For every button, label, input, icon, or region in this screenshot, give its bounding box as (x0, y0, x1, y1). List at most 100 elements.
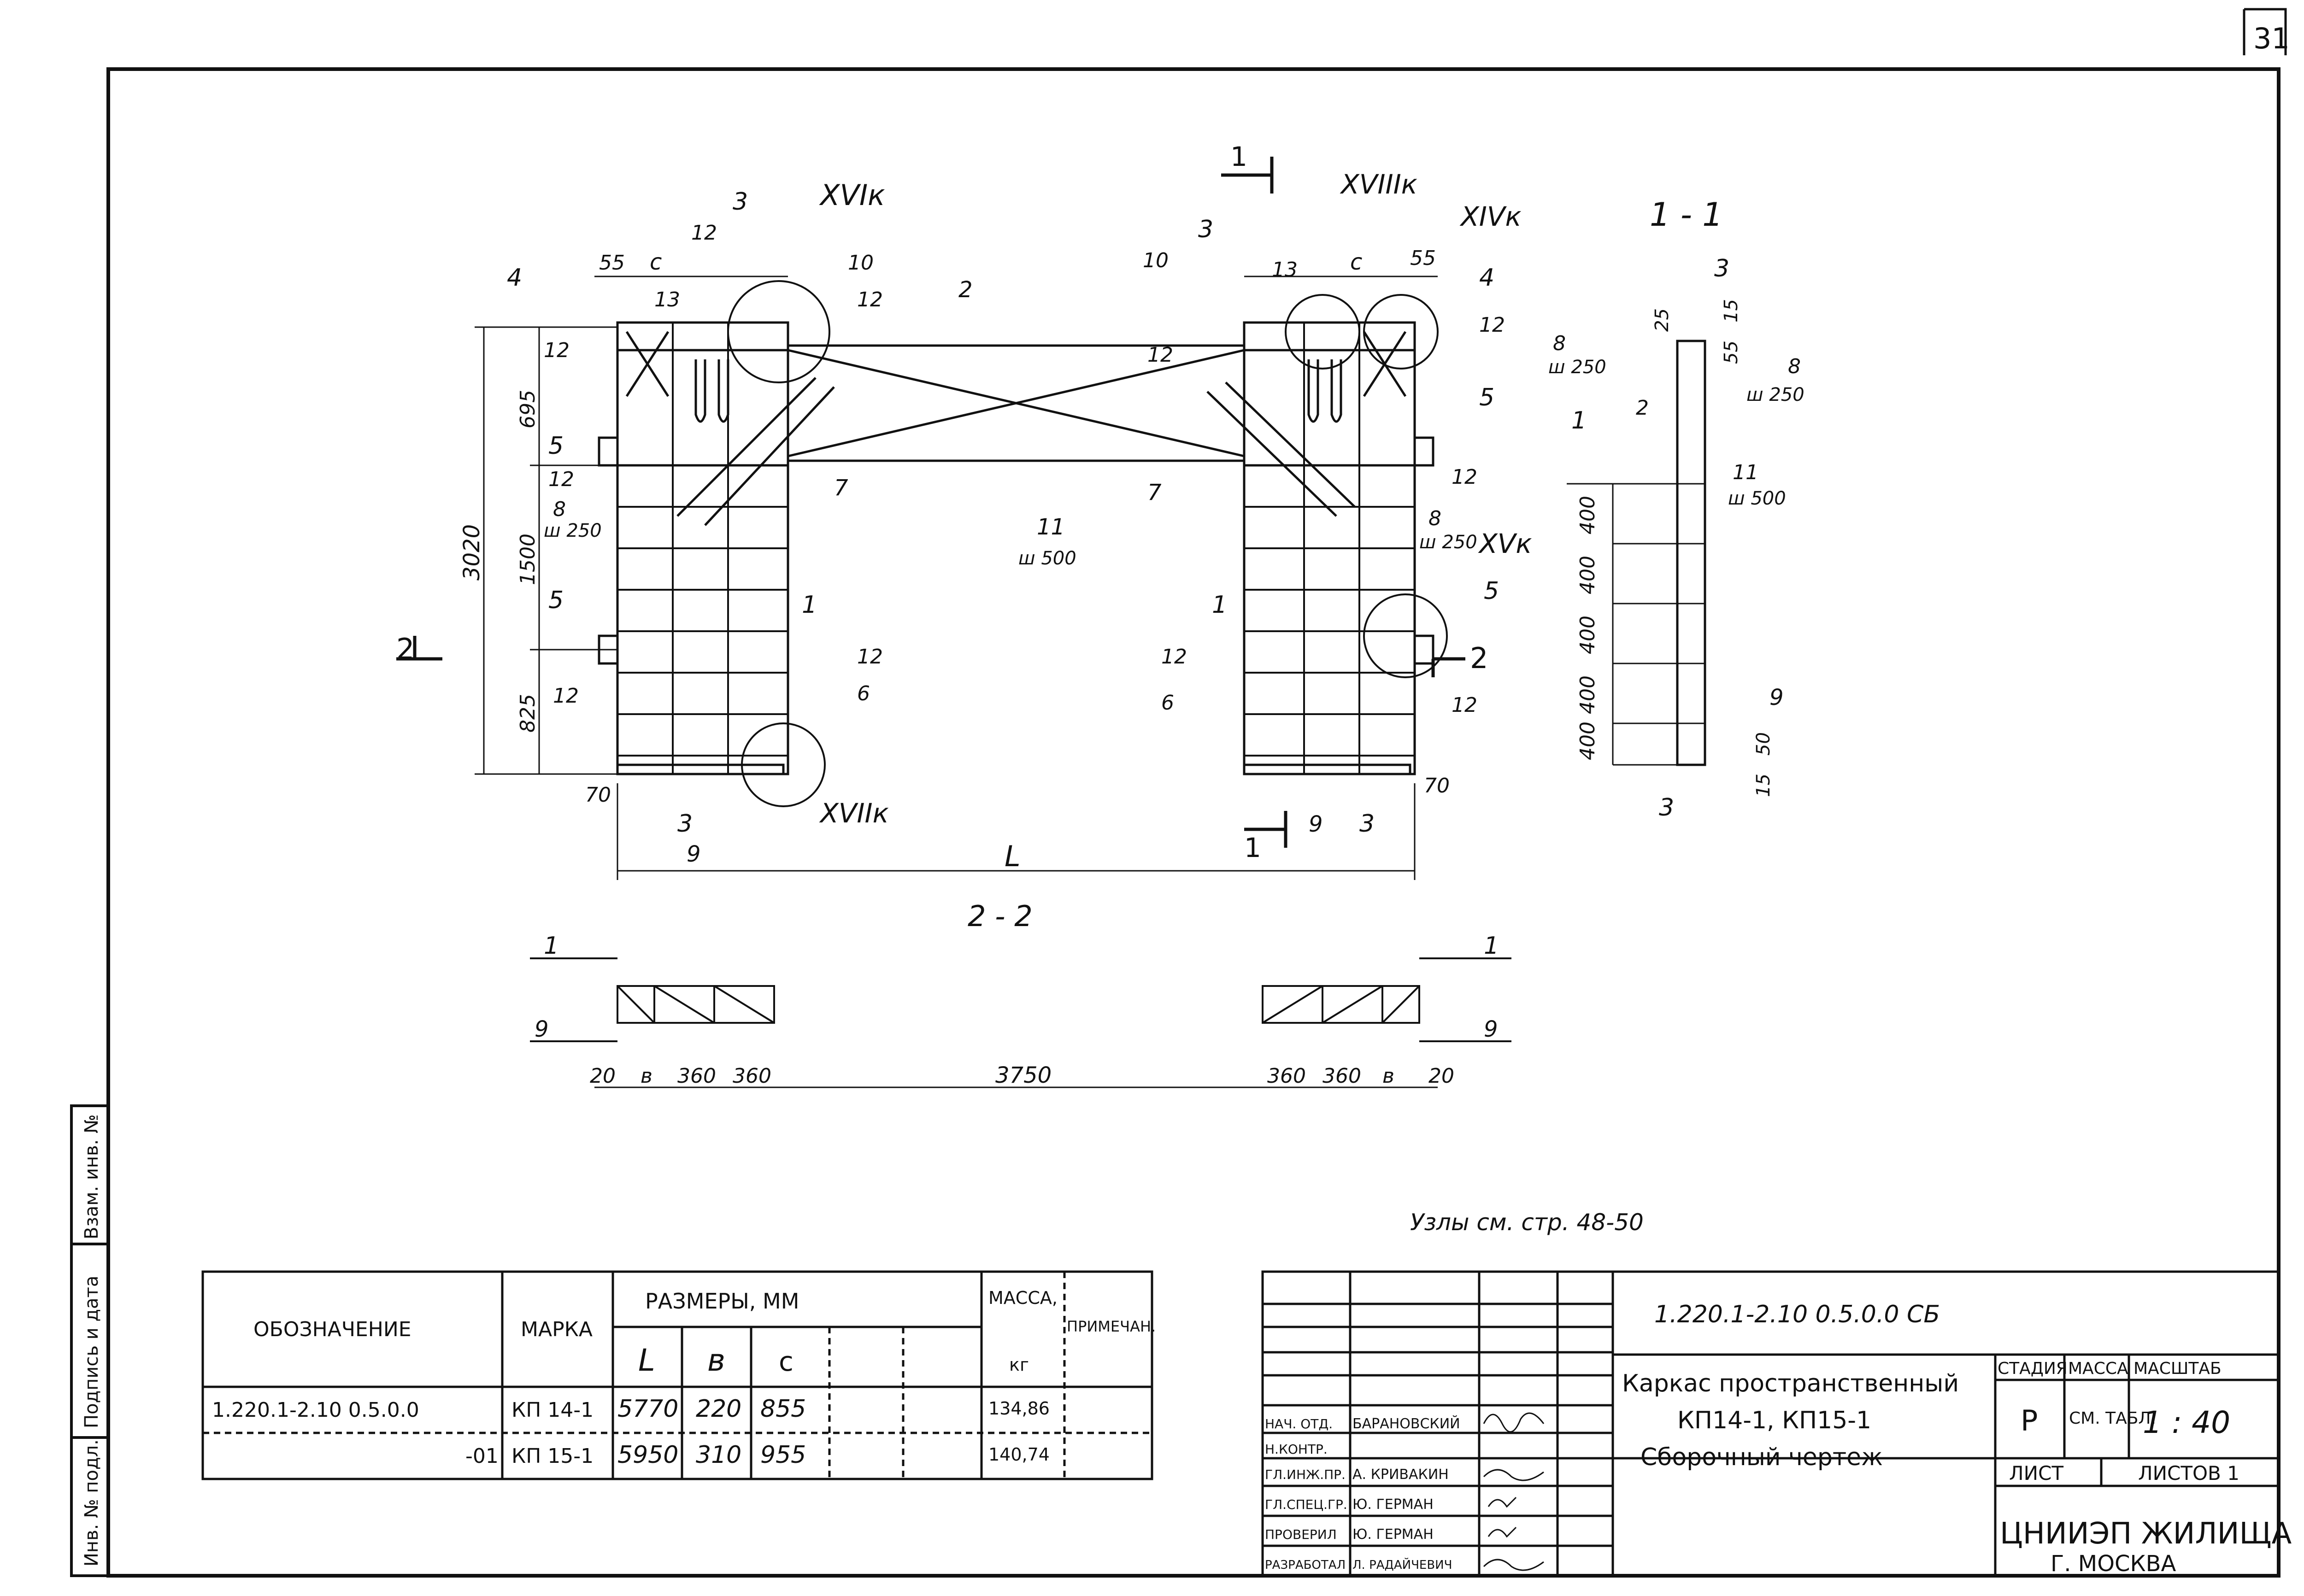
s11-dim-400-3: 400 (1576, 616, 1599, 654)
mass-value: СМ. ТАБЛ. (2069, 1409, 2156, 1428)
th-b: в (707, 1343, 725, 1378)
dim-70-left: 70 (585, 783, 611, 807)
s11-dim-25: 25 (1652, 308, 1673, 332)
node-XVI: XVIк (819, 178, 885, 212)
leader-3-bottom-right: 3 (1359, 810, 1375, 838)
leader-4-right: 4 (1479, 264, 1494, 292)
s11-w500: ш 500 (1728, 488, 1786, 509)
sheets-label: ЛИСТОВ 1 (2138, 1462, 2239, 1485)
note-w250-left: ш 250 (544, 520, 602, 541)
leader-12-left-c: 12 (548, 468, 574, 491)
leader-12-left-d: 12 (553, 684, 579, 708)
node-XVII: XVIIк (819, 798, 889, 829)
title-line-1: Каркас пространственный (1622, 1370, 1959, 1397)
stage-value: Р (2021, 1404, 2038, 1438)
th-note: ПРИМЕЧАН. (1067, 1318, 1156, 1335)
leader-7-right: 7 (1147, 480, 1162, 505)
section-2-2-title: 2 - 2 (968, 899, 1033, 933)
s11-leader-9: 9 (1769, 685, 1784, 710)
section-mark-2-right: 2 (1470, 641, 1488, 675)
sig-role-3: ГЛ.ИНЖ.ПР. (1265, 1467, 1346, 1482)
s11-dim-15-bottom: 15 (1753, 774, 1774, 797)
leader-11: 11 (1037, 514, 1065, 540)
leader-4-left: 4 (507, 264, 522, 292)
title-line-3: Сборочный чертеж (1640, 1443, 1883, 1471)
title-block (1261, 1270, 2280, 1577)
s11-dim-55: 55 (1721, 340, 1742, 364)
s22-dim-20-right: 20 (1428, 1064, 1454, 1088)
leader-13-right: 13 (1272, 258, 1298, 282)
r2-designation: -01 (465, 1444, 499, 1468)
s11-w250-left: ш 250 (1548, 357, 1606, 378)
dim-3020: 3020 (459, 524, 485, 581)
section-mark-1-bottom: 1 (1244, 832, 1261, 863)
leader-12-right-d: 12 (1452, 693, 1477, 717)
dim-55-right: 55 (1410, 246, 1436, 270)
s11-leader-1: 1 (1571, 407, 1587, 434)
s11-leader-3-top: 3 (1714, 255, 1729, 282)
leader-3-right: 3 (1198, 216, 1213, 243)
s11-dim-50: 50 (1753, 732, 1774, 756)
s11-leader-11: 11 (1733, 461, 1758, 484)
leader-8-left: 8 (553, 498, 566, 521)
s22-dim-b-right: в (1382, 1064, 1394, 1088)
th-mass: МАССА, (988, 1288, 1058, 1308)
sig-role-4: ГЛ.СПЕЦ.ГР. (1265, 1497, 1347, 1512)
leader-12-left-e: 12 (857, 645, 883, 669)
s11-dim-400-5: 400 (1576, 722, 1599, 760)
org-city: Г. МОСКВА (2051, 1551, 2176, 1577)
brace-2 (788, 349, 1245, 458)
handwritten-signatures (1483, 1412, 1545, 1571)
section-mark-1-top: 1 (1230, 141, 1247, 172)
plan-labels: 4 55 с 13 12 3 XVIк 10 12 12 5 12 8 ш 25… (396, 141, 1532, 873)
node-XVIII: XVIIIк (1340, 169, 1417, 200)
s22-leader-9-right: 9 (1484, 1016, 1498, 1042)
sheet-label: ЛИСТ (2009, 1462, 2063, 1485)
leader-12-right-top: 12 (1147, 343, 1173, 367)
section-2-2-labels: 2 - 2 1 1 9 9 20 в 360 360 3750 360 360 … (535, 899, 1499, 1088)
sig-role-1: НАЧ. ОТД. (1265, 1416, 1333, 1432)
node-XV: XVк (1478, 528, 1532, 559)
plan-view (396, 157, 1465, 880)
leader-5-right-b: 5 (1484, 577, 1499, 605)
stage-label: СТАДИЯ (1998, 1359, 2068, 1378)
spec-table-text: ОБОЗНАЧЕНИЕ МАРКА РАЗМЕРЫ, ММ L в с МАСС… (212, 1288, 1156, 1469)
s22-dim-20-left: 20 (590, 1064, 616, 1088)
section-1-1-title: 1 - 1 (1650, 196, 1723, 234)
leader-12-left-b: 12 (544, 339, 570, 362)
right-ladder-rungs (1244, 323, 1415, 774)
node-XIV: XIVк (1459, 201, 1522, 232)
scale-label: МАСШТАБ (2134, 1359, 2222, 1378)
leader-10-left: 10 (848, 251, 874, 275)
r2-L: 5950 (617, 1441, 678, 1469)
nodes-note: Узлы см. стр. 48-50 (1410, 1209, 1644, 1236)
section-2-2 (530, 957, 1511, 1088)
leader-8-right: 8 (1428, 507, 1441, 530)
leader-1-left: 1 (802, 591, 817, 619)
side-stamp-replace: Взам. инв. № (81, 1114, 102, 1239)
page-number-box: 31 (2243, 8, 2290, 55)
leader-3-left: 3 (733, 188, 748, 216)
r1-b: 220 (696, 1395, 741, 1423)
th-c: с (779, 1346, 793, 1377)
section-1-1 (1567, 340, 1706, 766)
dimension-lines (475, 276, 1438, 880)
section-mark-2-left: 2 (396, 632, 414, 666)
dim-c-right: с (1350, 249, 1362, 275)
s11-dim-400-2: 400 (1576, 556, 1599, 594)
leader-5-right-a: 5 (1479, 384, 1494, 411)
s22-dim-3750: 3750 (995, 1062, 1052, 1088)
dim-c-left: с (650, 249, 662, 275)
s11-dim-400-1: 400 (1576, 496, 1599, 534)
sig-name-5: Ю. ГЕРМАН (1352, 1526, 1434, 1543)
dim-1500: 1500 (516, 534, 540, 585)
left-ladder-rungs (617, 323, 788, 774)
spec-table (201, 1270, 1153, 1480)
side-stamp-inv: Инв. № подл. (81, 1439, 102, 1567)
sig-name-3: А. КРИВАКИН (1352, 1467, 1449, 1483)
s22-dim-360-l1: 360 (677, 1064, 716, 1088)
s22-dim-360-r2: 360 (1322, 1064, 1361, 1088)
dim-825: 825 (516, 694, 540, 733)
s11-dim-15-top: 15 (1721, 299, 1742, 323)
